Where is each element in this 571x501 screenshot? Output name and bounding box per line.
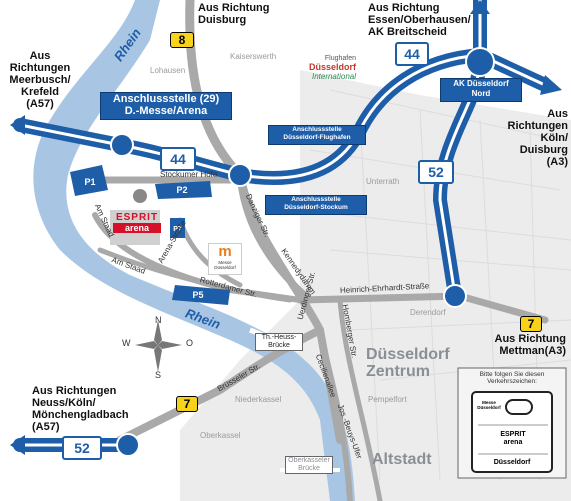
compass-n: N <box>155 315 162 325</box>
junction-dot-stockum <box>228 163 252 187</box>
flughafen-logo-main: Düsseldorf <box>308 62 356 72</box>
flughafen-logo: Flughafen Düsseldorf International <box>284 55 356 81</box>
compass-s: S <box>155 370 162 380</box>
district-unterrath: Unterrath <box>366 177 400 186</box>
parking-shapes <box>70 165 230 305</box>
city-altstadt: Altstadt <box>372 451 432 468</box>
parking-p1: P1 <box>84 177 96 187</box>
label-from-mettmann: Aus Richtung Mettman(A3) <box>494 333 567 357</box>
district-lohausen: Lohausen <box>150 66 186 75</box>
parking-p5-shape <box>172 285 230 305</box>
esprit-logo-arena: arena <box>113 223 161 233</box>
bridge-oberkasseler: Oberkasseler Brücke <box>285 456 333 474</box>
label-from-meerbusch: Aus Richtungen Meerbusch/ Krefeld (A57) <box>9 50 71 110</box>
district-niederkassel: Niederkassel <box>235 395 282 404</box>
parking-p7: P7 <box>173 226 182 233</box>
compass-o: O <box>186 338 194 348</box>
shield-a44-top: 44 <box>395 42 429 66</box>
shield-a52-right: 52 <box>418 160 454 184</box>
city-zentrum: Düsseldorf Zentrum <box>366 346 450 380</box>
junction-ak-nord-box: AK Düsseldorf Nord <box>440 78 522 102</box>
junction-dots <box>110 47 495 457</box>
district-oberkassel: Oberkassel <box>200 431 241 440</box>
shield-a52-left: 52 <box>62 436 102 460</box>
shield-b7-left: 7 <box>176 396 198 412</box>
junction-stockum-box: Anschlussstelle Düsseldorf-Stockum <box>265 195 367 215</box>
flughafen-logo-sub: International <box>311 72 356 81</box>
shield-b8: 8 <box>170 32 194 48</box>
parking-p7-shape <box>170 218 185 238</box>
label-from-essen: Aus Richtung Essen/Oberhausen/ AK Breits… <box>368 2 471 38</box>
junction-dot-ak-nord <box>465 47 495 77</box>
messe-logo-text: Messe Düsseldorf <box>214 260 236 270</box>
street-stockumer-hoefe: Stockumer Höfe <box>160 170 218 179</box>
esprit-arena-logo: ESPRIT arena <box>113 212 161 233</box>
sign-city: Düsseldorf <box>493 459 531 466</box>
district-kaiserswerth: Kaiserswerth <box>230 52 277 61</box>
parking-p2-shape <box>155 181 212 199</box>
label-from-neuss: Aus Richtungen Neuss/Köln/ Mönchengladba… <box>32 385 129 433</box>
parking-p2: P2 <box>176 185 188 195</box>
junction-main-box: Anschlussstelle (29) D.-Messe/Arena <box>100 92 232 120</box>
label-from-koeln-duisburg: Aus Richtungen Köln/ Duisburg (A3) <box>507 108 569 168</box>
sign-board <box>471 391 553 473</box>
junction-dot-main <box>110 133 134 157</box>
flughafen-logo-top: Flughafen <box>324 55 356 62</box>
signs-note: Bitte folgen Sie diesen Verkehrszeichen: <box>479 371 545 385</box>
shield-a44-left: 44 <box>160 147 196 171</box>
messe-logo: m Messe Düsseldorf <box>208 243 242 275</box>
arena-hall-icon <box>133 189 147 203</box>
compass-w: W <box>122 338 131 348</box>
label-from-duisburg: Aus Richtung Duisburg <box>198 2 270 26</box>
junction-dot-neuss <box>116 433 140 457</box>
sign-arena-oval <box>505 399 533 415</box>
main-roads <box>76 0 549 501</box>
parking-p5: P5 <box>192 290 204 300</box>
parking-p1-shape <box>70 165 108 196</box>
bridge-heuss: Th.-Heuss- Brücke <box>255 333 303 351</box>
junction-flughafen-box: Anschlussstelle Düsseldorf-Flughafen <box>268 125 366 145</box>
compass-rose <box>135 320 182 372</box>
junction-dot-heinrich <box>443 284 467 308</box>
sign-esprit: ESPRIT arena <box>500 431 526 446</box>
motorway-arrows <box>10 0 562 455</box>
district-derendorf: Derendorf <box>410 308 446 317</box>
sign-messe: Messe Düsseldorf <box>477 400 501 410</box>
messe-logo-mark: m <box>218 243 232 260</box>
district-pempelfort: Pempelfort <box>368 395 407 404</box>
esprit-logo-text: ESPRIT <box>115 212 159 223</box>
shield-b7-right: 7 <box>520 316 542 332</box>
